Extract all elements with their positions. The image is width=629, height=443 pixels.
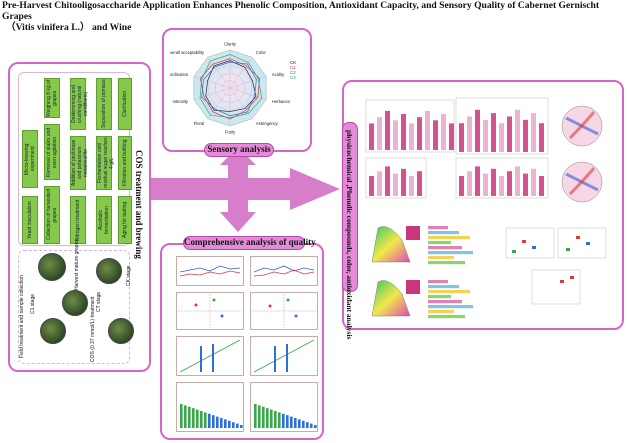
radar-spoke [229,76,267,89]
sensory-legend: CK C1 C2 C3 [290,60,304,80]
step-destemming: Destemming and crushing (natural conditi… [70,78,89,130]
radar-series-line [201,61,257,117]
step-residual-sugar: Fermentation until residual sugar reache… [96,136,115,190]
plot-pca-2 [250,292,318,330]
plot-vip-2 [250,382,318,432]
plot-pca-1 [176,292,244,330]
radar-spoke [207,57,231,89]
plot-reg-1 [176,336,244,376]
radar-series-line [199,54,263,118]
radar-axis-label: Coordination [170,72,189,77]
radar-axis-label: Fruity [225,130,236,135]
cos-panel-label: COS treatment and brewing [134,150,144,259]
step-alcoholic: Alcoholic fermentation [96,196,112,244]
title-line1: Pre-Harvest Chitooligosaccharide Applica… [2,0,600,22]
figure-title: Pre-Harvest Chitooligosaccharide Applica… [2,0,627,33]
physico-panel [342,80,624,330]
sensory-label: Sensory analysis [204,143,274,157]
sensory-radar: ClarityColorAcidityHerbaceous aromaAstri… [170,42,290,135]
radar-series-line [205,60,257,112]
plot-vip-1 [176,382,244,432]
step-aging: Aging for tasting [118,196,132,244]
step-pectinase: Addition of pectinase and potassium meta… [70,136,89,190]
step-weighing: Weighing 8 kg of grapes [44,78,60,118]
arrow-to-comprehensive [220,200,256,232]
field-label-harvest: Harvest mature grapes [74,239,80,290]
step-nitrogen: Nitrogen treatment [70,196,86,244]
grape-photo-1 [38,253,66,281]
physico-label-box [342,122,358,292]
radar-axis-label: Intensity [173,99,190,104]
radar-spoke [207,87,231,119]
step-clarification: Clarification [118,78,132,130]
radar-axis-label: Color [256,50,267,55]
field-treatment-label: Field treatment and sample collection [19,275,25,358]
plot-line-1 [176,256,244,286]
radar-axis-label: Acidity [272,72,285,77]
field-region [18,250,130,364]
legend-c1: C1 [290,65,296,70]
radar-axis-label: Astringency [256,121,279,126]
plot-reg-2 [250,336,318,376]
step-filtration: Filtration and bottling [118,136,132,190]
field-label-c1: C1 stage [30,293,36,314]
step-removal-stalks: Removal of stalks and even agitation [44,124,60,180]
radar-axis-label: Floral [194,121,205,126]
radar-axis-label: Herbaceous aroma [272,99,290,104]
physico-label: physicochemical ,Phenolic compounds, col… [345,130,354,340]
radar-spoke [193,76,231,89]
comprehensive-label: Comprehensive analysis of quality [183,236,316,250]
field-label-cos: COS (0.37 mmol/L) treatment [90,296,96,362]
grape-photo-4 [96,258,122,284]
legend-ck: CK [290,60,297,65]
radar-axis-label: Overall acceptability [170,50,205,55]
plot-line-2 [250,256,318,286]
step-separation: Separation of pomace [96,78,112,130]
step-yeast: Yeast inoculation [22,196,38,244]
step-micro-brewing: Micro-brewing experiment [22,130,38,188]
grape-photo-5 [108,318,134,344]
legend-c3: C3 [290,75,296,80]
grape-photo-2 [62,290,88,316]
step-collection: Collection of harvested grapes [44,186,60,244]
arrow-to-sensory [220,147,256,178]
arrow-to-physico [132,168,340,210]
legend-c2: C2 [290,70,296,75]
radar-spoke [229,87,267,100]
field-label-ct: CT stage [96,291,102,312]
title-line2: （Vitis vinifera L.） and Wine [6,22,132,33]
radar-axis-label: Clarity [224,42,237,47]
grape-photo-3 [40,318,66,344]
field-label-ck: CK stage [126,265,132,286]
